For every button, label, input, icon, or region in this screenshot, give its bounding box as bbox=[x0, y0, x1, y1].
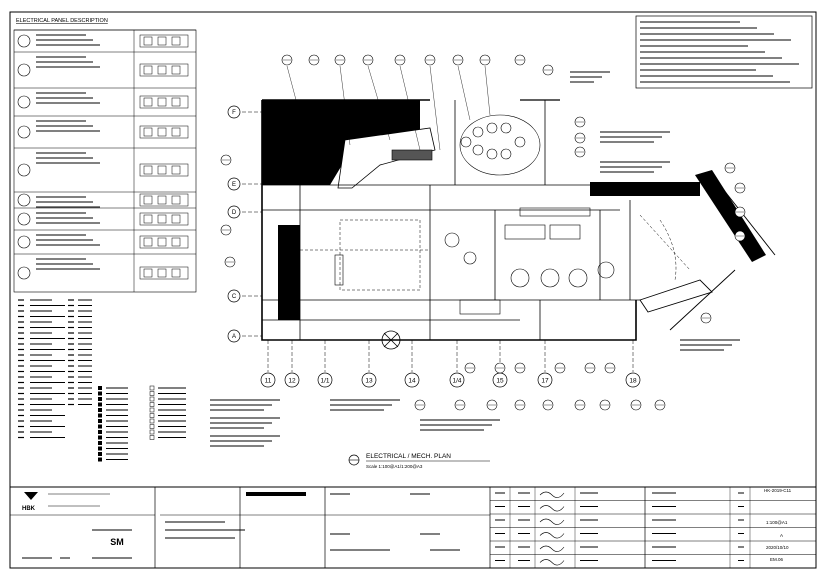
wall-block-top bbox=[262, 100, 420, 185]
legend-bubble bbox=[17, 212, 31, 226]
scale-value: 1:100@A1 bbox=[766, 520, 788, 525]
outlet-symbol bbox=[139, 95, 189, 109]
furniture bbox=[334, 114, 615, 315]
grid-col-bubble bbox=[449, 372, 465, 388]
grid-col-label: 14 bbox=[408, 378, 416, 385]
legend-panel: ELECTRICAL PANEL DESCRIPTION bbox=[13, 18, 197, 462]
grid-col-bubble bbox=[404, 372, 420, 388]
grid-col-label: 12 bbox=[288, 378, 296, 385]
date-value: 2020/10/10 bbox=[766, 545, 789, 550]
grid-row-label: A bbox=[232, 334, 236, 340]
general-notes bbox=[635, 15, 813, 89]
legend-bubble bbox=[17, 266, 31, 280]
grid-col-bubble bbox=[625, 372, 641, 388]
scale-note: Scale 1:100@A1/1:200@A3 bbox=[366, 464, 423, 469]
outlet-symbol bbox=[139, 193, 189, 207]
panel-title: ELECTRICAL PANEL DESCRIPTION bbox=[16, 18, 108, 24]
legend-bubble bbox=[17, 95, 31, 109]
exhaust-fan-symbol bbox=[381, 330, 401, 350]
plan-annotations bbox=[210, 71, 740, 447]
grid-row-bubble bbox=[227, 289, 241, 303]
sheet-number: EM.06 bbox=[770, 557, 784, 562]
company-logo bbox=[24, 492, 38, 500]
stamp-logo: SM bbox=[110, 537, 124, 547]
legend-bubble bbox=[17, 125, 31, 139]
grid-col-bubble bbox=[537, 372, 553, 388]
grid-col-bubble bbox=[361, 372, 377, 388]
floor-plan: F E D C A 11 12 1/1 13 14 1/4 15 17 18 bbox=[220, 54, 776, 411]
grid-col-label: 15 bbox=[496, 378, 504, 385]
grid-col-label: 1/1 bbox=[320, 378, 329, 385]
outlet-symbol bbox=[139, 235, 189, 249]
grid-row-bubble bbox=[227, 105, 241, 119]
title-block: HBK SM HK-2019-C11 1:100@A1 A 2020/10/10… bbox=[10, 486, 816, 568]
drawing-number: HK-2019-C11 bbox=[764, 488, 792, 493]
legend-rows bbox=[14, 29, 196, 292]
outlet-symbol bbox=[139, 266, 189, 280]
grid-col-bubble bbox=[317, 372, 333, 388]
sheet-border bbox=[9, 11, 817, 569]
grid-col-label: 18 bbox=[629, 378, 637, 385]
grid-col-bubble bbox=[260, 372, 276, 388]
legend-bubble bbox=[17, 34, 31, 48]
grid-col-label: 11 bbox=[265, 378, 272, 385]
wall-block-left bbox=[278, 225, 300, 320]
outlet-symbol bbox=[139, 63, 189, 77]
outlet-symbol bbox=[139, 34, 189, 48]
outlet-symbol bbox=[139, 125, 189, 139]
logo-text: HBK bbox=[22, 506, 36, 512]
grid-col-label: 1/4 bbox=[452, 378, 461, 385]
drawing-title: ELECTRICAL / MECH. PLAN bbox=[366, 453, 451, 460]
legend-bubble bbox=[17, 193, 31, 207]
revision-value: A bbox=[780, 533, 783, 538]
drawing-title-block: ELECTRICAL / MECH. PLAN Scale 1:100@A1/1… bbox=[348, 453, 490, 469]
grid-row-label: E bbox=[232, 182, 236, 188]
legend-bubble bbox=[17, 235, 31, 249]
legend-bubble bbox=[17, 163, 31, 177]
symbol-legend bbox=[18, 299, 186, 462]
grid-row-label: C bbox=[232, 294, 237, 300]
grid-col-label: 17 bbox=[541, 378, 549, 385]
grid-row-label: F bbox=[232, 110, 236, 116]
grid-row-label: D bbox=[232, 210, 237, 216]
outlet-symbol bbox=[139, 163, 189, 177]
wall-block-angled bbox=[695, 170, 766, 262]
grid-col-label: 13 bbox=[365, 378, 373, 385]
grid-col-bubble bbox=[284, 372, 300, 388]
grid-row-bubble bbox=[227, 329, 241, 343]
wall-block-right bbox=[590, 182, 700, 196]
grid-row-bubble bbox=[227, 205, 241, 219]
grid-row-bubble bbox=[227, 177, 241, 191]
outlet-symbol bbox=[139, 212, 189, 226]
legend-bubble bbox=[17, 63, 31, 77]
